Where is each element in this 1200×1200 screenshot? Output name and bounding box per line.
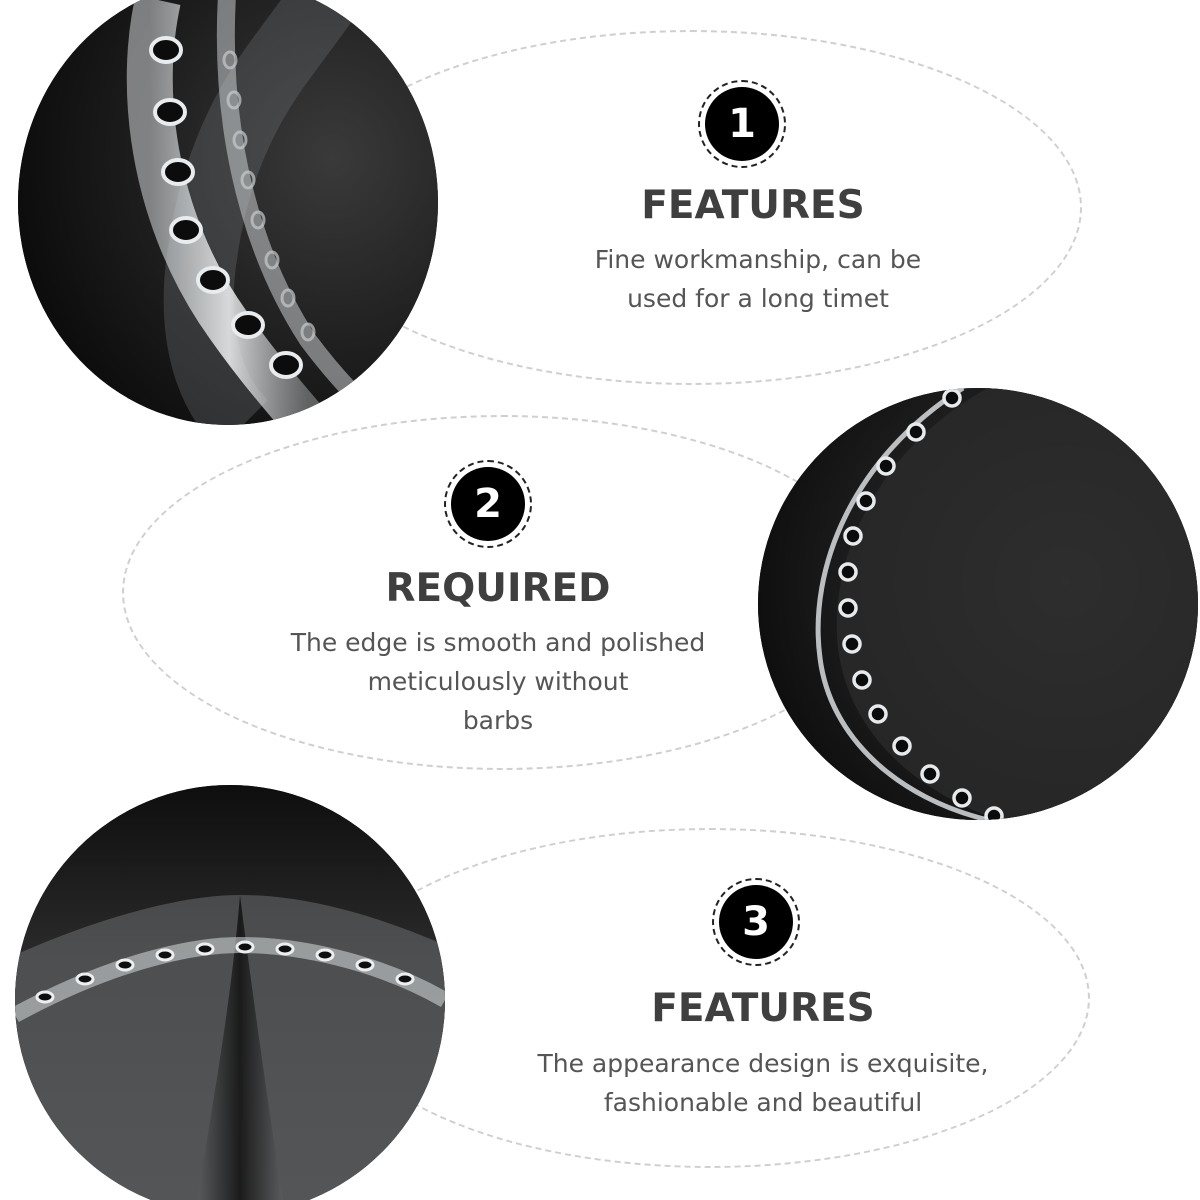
section-heading-3: FEATURES bbox=[651, 986, 875, 1031]
step-badge-1: 1 bbox=[698, 80, 786, 168]
description-line: The edge is smooth and polished bbox=[290, 628, 706, 657]
description-line: meticulously without bbox=[367, 667, 629, 696]
plate-face-image bbox=[15, 785, 445, 1200]
step-badge-2: 2 bbox=[444, 460, 532, 548]
description-line: used for a long timet bbox=[627, 284, 889, 313]
step-badge-3: 3 bbox=[712, 878, 800, 966]
product-photo-plate-edge bbox=[758, 388, 1198, 820]
product-photo-ring-edge bbox=[18, 0, 438, 425]
product-photo-plate-face bbox=[15, 785, 445, 1200]
section-heading-1: FEATURES bbox=[641, 183, 865, 228]
description-line: Fine workmanship, can be bbox=[594, 245, 922, 274]
section-description-1: Fine workmanship, can be used for a long… bbox=[508, 240, 1008, 318]
step-number-1: 1 bbox=[705, 87, 779, 161]
description-line: barbs bbox=[462, 706, 534, 735]
step-number-2: 2 bbox=[451, 467, 525, 541]
plate-edge-image bbox=[758, 388, 1198, 820]
ring-edge-image bbox=[18, 0, 438, 425]
section-description-3: The appearance design is exquisite, fash… bbox=[488, 1044, 1038, 1122]
section-heading-2: REQUIRED bbox=[385, 566, 611, 611]
step-number-3: 3 bbox=[719, 885, 793, 959]
section-description-2: The edge is smooth and polished meticulo… bbox=[248, 623, 748, 740]
description-line: The appearance design is exquisite, bbox=[537, 1049, 989, 1078]
description-line: fashionable and beautiful bbox=[603, 1088, 923, 1117]
